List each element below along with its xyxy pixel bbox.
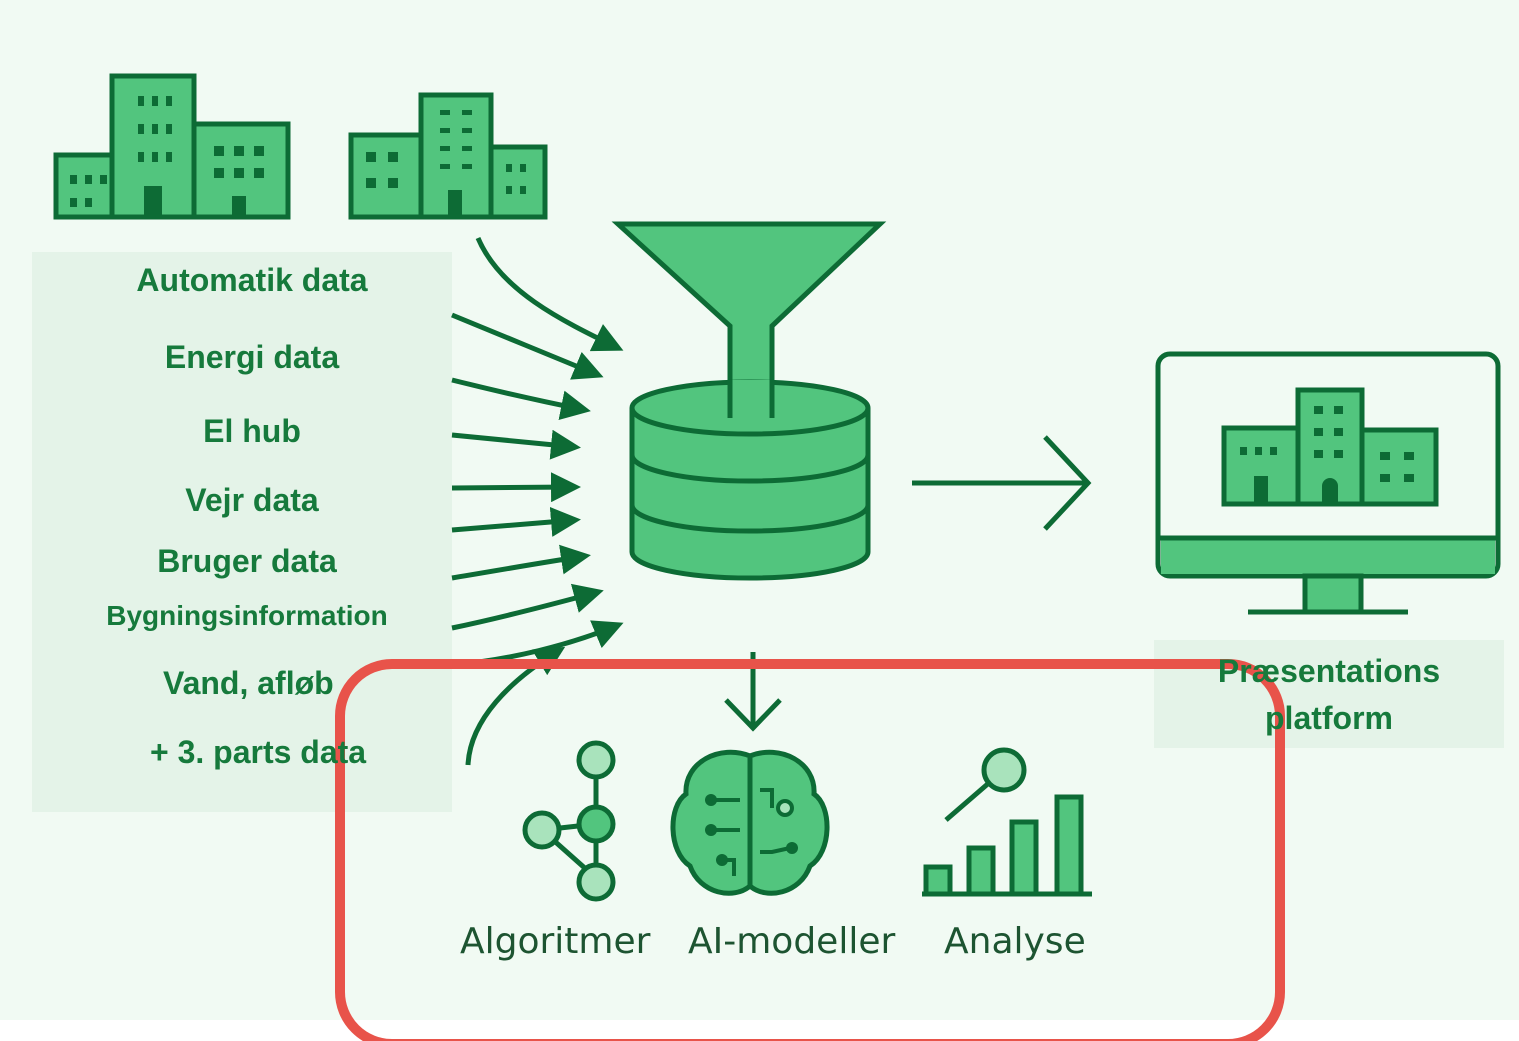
source-label-el-hub: El hub bbox=[203, 413, 301, 449]
highlight-frame bbox=[335, 659, 1285, 1041]
building-icon bbox=[53, 73, 291, 220]
source-label-bygningsinformation: Bygningsinformation bbox=[106, 600, 388, 631]
brain-icon bbox=[670, 749, 830, 896]
bar-chart-magnifier-icon bbox=[922, 747, 1092, 897]
algorithms-label: Algoritmer bbox=[460, 921, 651, 962]
output-label-line2: platform bbox=[1265, 700, 1393, 736]
source-label-bruger: Bruger data bbox=[157, 543, 337, 579]
input-arrows bbox=[451, 237, 624, 766]
building-icon bbox=[348, 92, 548, 220]
building-icon bbox=[1221, 387, 1439, 507]
source-label-vejr: Vejr data bbox=[185, 482, 319, 518]
source-label-tredjepart: + 3. parts data bbox=[150, 734, 367, 770]
source-label-vand: Vand, afløb bbox=[163, 665, 334, 701]
output-label-line1: Præsentations bbox=[1217, 653, 1441, 689]
data-sources-panel bbox=[32, 252, 452, 812]
source-label-automatik: Automatik data bbox=[136, 262, 368, 298]
source-label-energi: Energi data bbox=[164, 339, 340, 375]
graph-nodes-icon bbox=[522, 740, 616, 902]
output-arrow bbox=[912, 435, 1092, 531]
ai-models-label: AI-modeller bbox=[688, 921, 896, 962]
analysis-label: Analyse bbox=[944, 921, 1086, 962]
output-label-panel bbox=[1154, 640, 1504, 748]
database-icon bbox=[629, 379, 871, 581]
